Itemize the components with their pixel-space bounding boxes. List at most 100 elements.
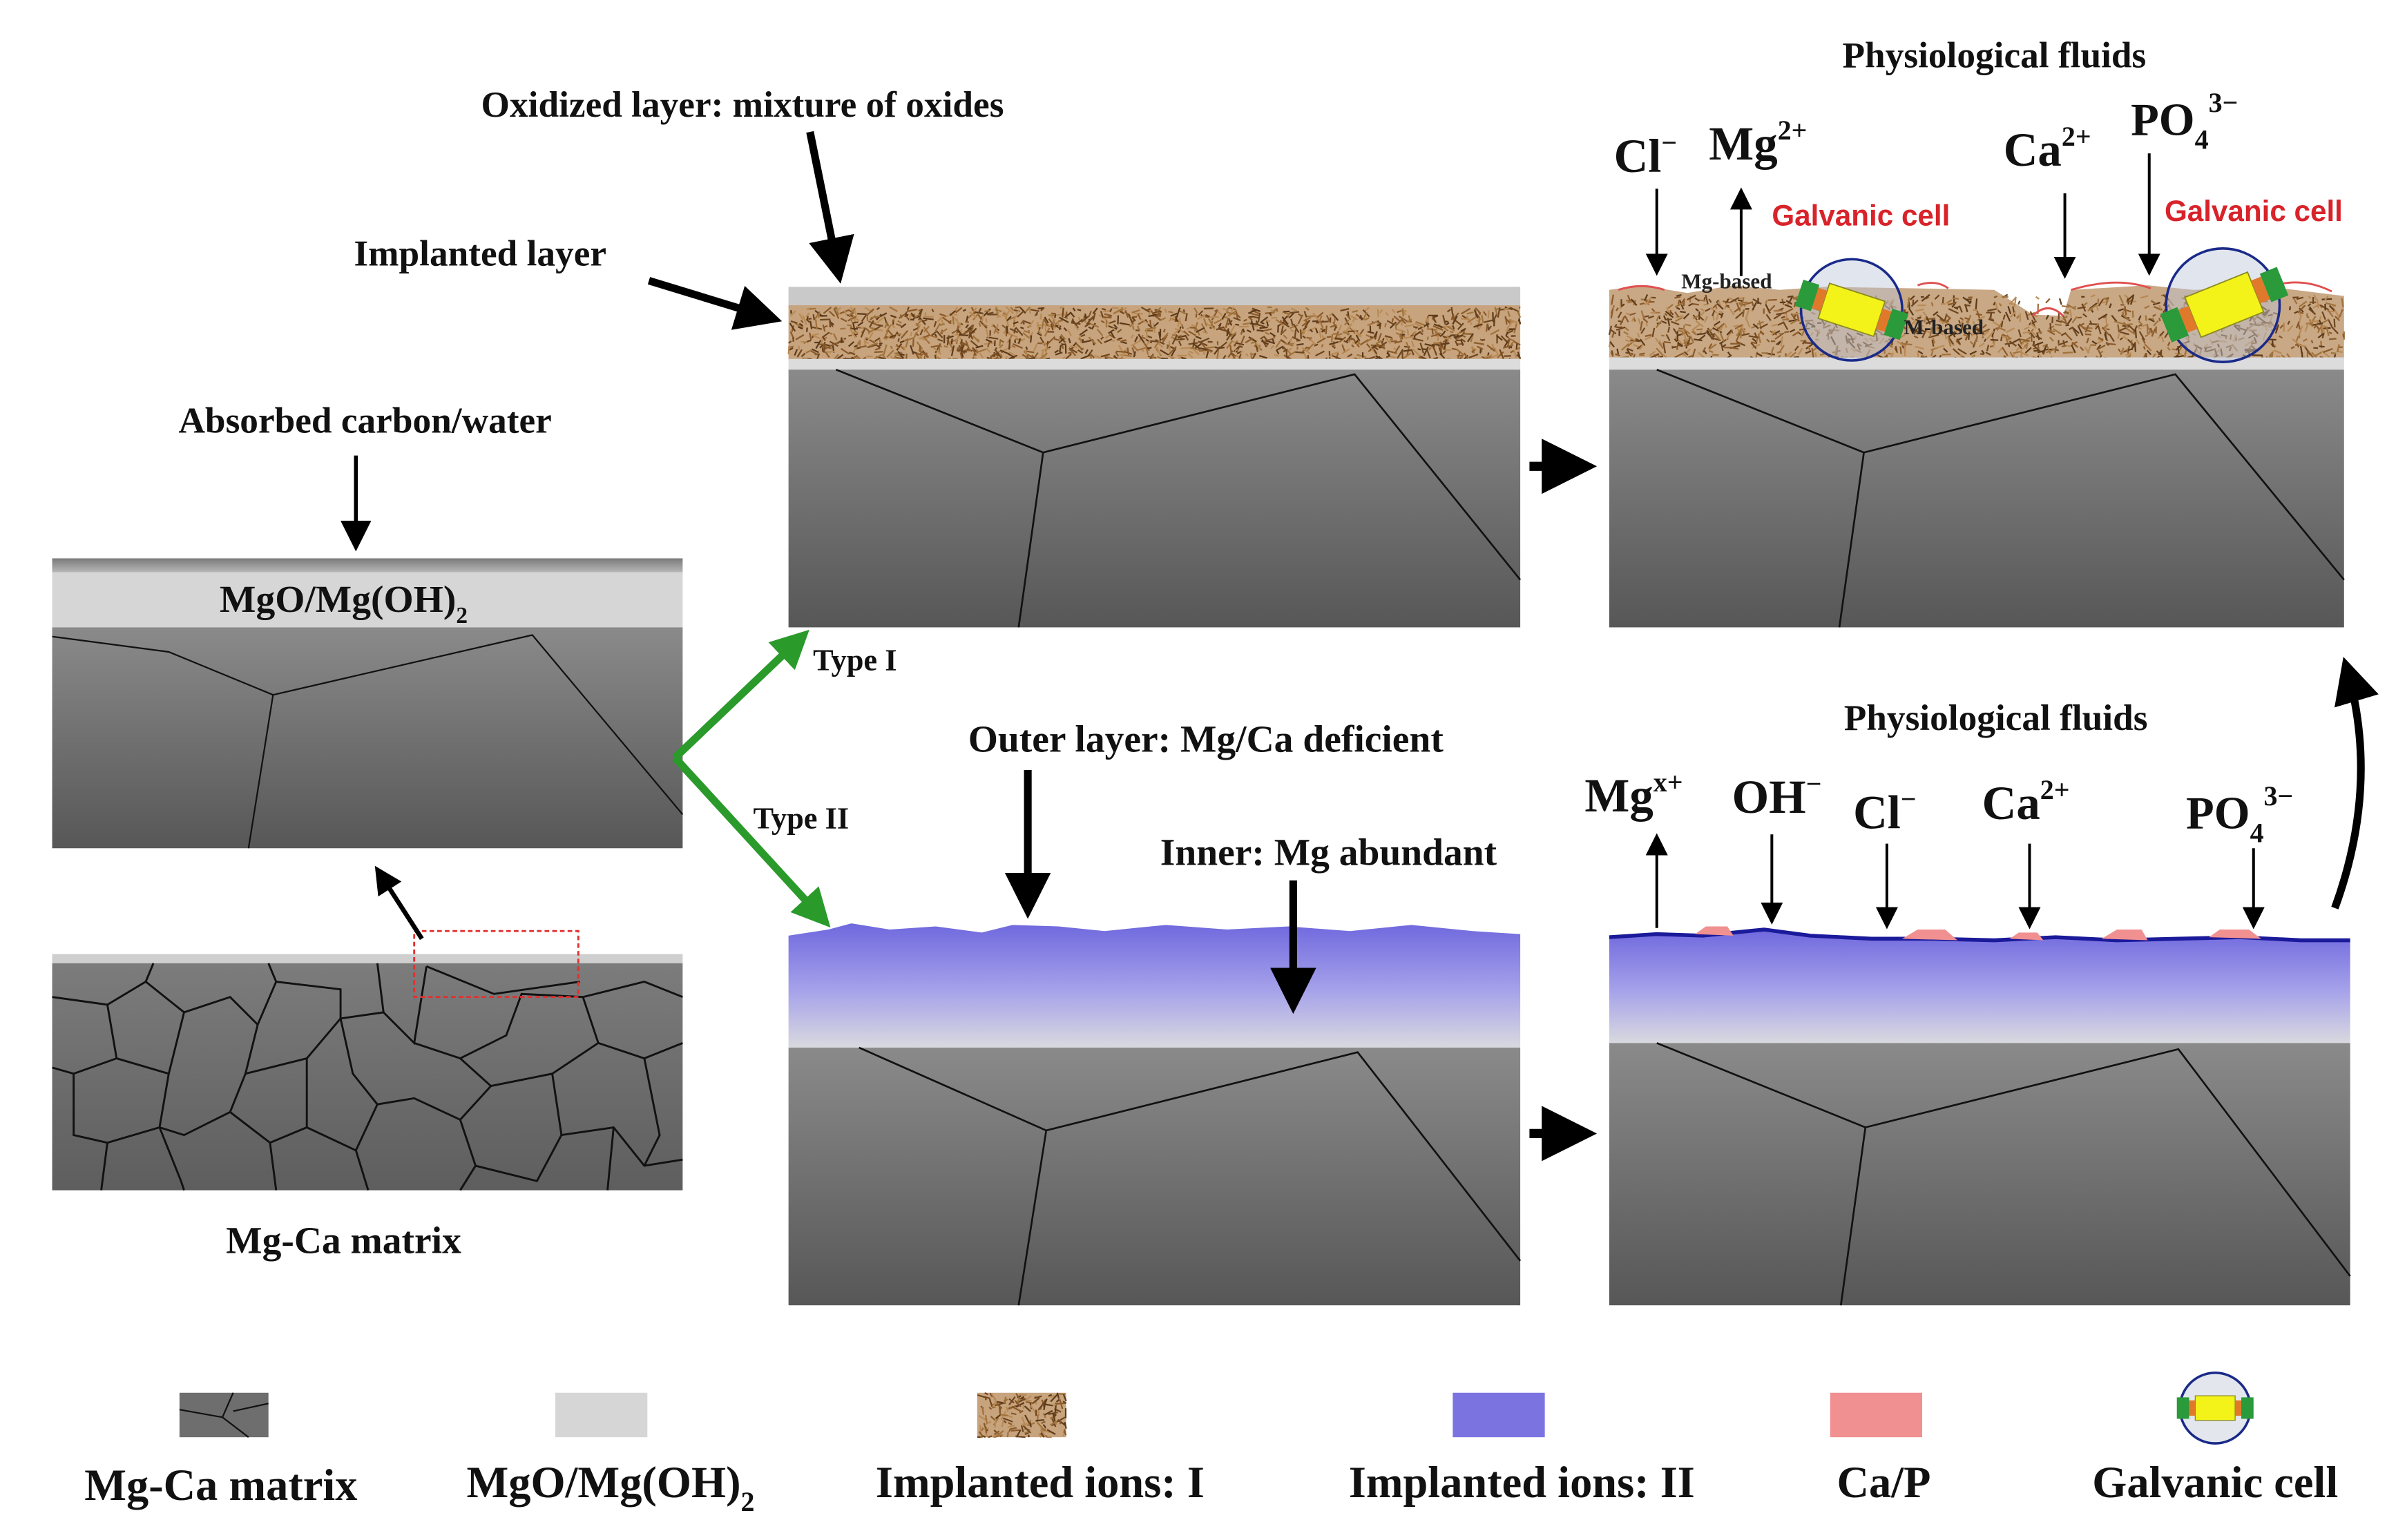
ion-fiber <box>2119 337 2123 340</box>
ion-fiber <box>1915 318 1920 322</box>
ion-fiber <box>2024 326 2030 330</box>
ion-fiber <box>1735 332 1741 342</box>
ion-fiber <box>2234 324 2241 327</box>
ion-fiber <box>1759 323 1768 329</box>
ion-fiber <box>1161 336 1168 344</box>
ion-fiber <box>919 355 923 360</box>
ion-fiber <box>2310 320 2319 323</box>
matrix-block <box>52 627 683 849</box>
ion-fiber <box>2078 325 2084 336</box>
ion-fiber <box>2022 330 2033 334</box>
ion-fiber <box>933 347 942 355</box>
ion-fiber <box>1508 358 1511 360</box>
ion-fiber <box>977 314 982 320</box>
galvanic-cell-1 <box>1794 258 1909 362</box>
ion-fiber <box>2126 300 2132 303</box>
ion-fiber <box>1946 299 1953 304</box>
ion-fiber <box>1460 327 1466 332</box>
ion-fiber <box>1433 356 1438 360</box>
ion-fiber <box>1759 330 1765 336</box>
ion-fiber <box>876 344 881 349</box>
ion-fiber <box>1488 354 1498 360</box>
ion-fiber <box>1030 335 1033 343</box>
ion-fiber <box>1331 345 1336 349</box>
ion-fiber <box>843 357 847 360</box>
ion-fiber <box>1473 342 1485 345</box>
ion-fiber <box>1752 343 1761 349</box>
ion-fiber <box>1024 349 1028 354</box>
ion-fiber <box>937 343 941 349</box>
ion-fiber <box>1283 310 1290 313</box>
ion-fiber <box>1050 1394 1055 1398</box>
ion-fiber <box>1776 351 1782 354</box>
ion-fiber <box>2220 348 2223 356</box>
ion-fiber <box>1917 325 1924 331</box>
grain-boundaries <box>835 369 1522 628</box>
ion-fiber <box>1975 313 1982 316</box>
ion-fiber <box>1239 350 1243 355</box>
ion-fiber <box>2013 298 2017 307</box>
ion-fiber <box>2028 322 2032 326</box>
ion-fiber <box>1356 334 1362 338</box>
ion-fiber <box>1703 350 1707 355</box>
ion-fiber <box>1975 328 1982 332</box>
ion-fiber <box>801 340 807 343</box>
ion-fiber <box>1022 331 1030 339</box>
ion-fiber <box>1041 1421 1046 1424</box>
ion-fiber <box>1807 321 1816 327</box>
grain-boundaries <box>859 1046 1522 1306</box>
ion-fiber <box>1915 308 1925 312</box>
ion-fiber <box>1638 318 1641 325</box>
ion-fiber <box>1367 331 1374 334</box>
ion-fiber <box>829 340 838 347</box>
ion-fiber <box>1609 341 1615 348</box>
ion-fiber <box>893 331 899 338</box>
ion-fiber <box>977 1394 986 1398</box>
ion-fiber <box>1288 312 1295 318</box>
ion-fiber <box>1683 328 1691 335</box>
ion-fiber <box>1281 329 1287 335</box>
ion-fiber <box>1008 351 1015 356</box>
ion-fiber <box>2017 300 2021 305</box>
ion-fiber <box>1097 338 1103 345</box>
ion-fiber <box>2022 345 2028 349</box>
ion-fiber <box>997 314 1001 318</box>
ion-fiber <box>2066 345 2072 347</box>
ion-fiber <box>1647 315 1654 319</box>
ion-fiber <box>1403 352 1412 359</box>
ion-fiber <box>1403 349 1412 352</box>
ion-fiber <box>2230 334 2232 340</box>
ion-fiber <box>2321 298 2332 300</box>
ion-fiber <box>1316 337 1327 344</box>
ion-fiber <box>2045 348 2055 354</box>
ion-fiber <box>1736 327 1741 332</box>
ion-fiber <box>2298 325 2303 336</box>
ion-fiber <box>905 314 909 316</box>
ion-fiber <box>955 335 959 343</box>
ion-fiber <box>869 339 876 344</box>
ion-fiber <box>2126 293 2135 302</box>
ion-fiber <box>1445 322 1450 326</box>
ion-fiber <box>999 339 1005 343</box>
ion-fiber <box>1419 331 1423 336</box>
ion-fiber <box>1517 319 1522 324</box>
ion-fiber <box>1442 338 1447 344</box>
ion-fiber <box>962 329 972 336</box>
ion-fiber <box>1307 327 1316 331</box>
ion-fiber <box>1056 1416 1066 1423</box>
ion-fiber <box>1384 335 1392 339</box>
ion-fiber <box>939 323 946 326</box>
ion-fiber <box>1248 336 1257 343</box>
ion-ca-bottom: Ca2+ <box>1982 774 2070 829</box>
ion-fiber <box>2251 316 2258 327</box>
ion-fiber <box>2299 344 2307 347</box>
ion-fiber <box>1676 293 1682 297</box>
ion-fiber <box>1932 337 1936 344</box>
ion-fiber <box>1247 316 1254 321</box>
ion-fiber <box>923 336 930 341</box>
ion-fiber <box>1010 1429 1020 1432</box>
ion-fiber <box>907 308 918 312</box>
ion-fiber <box>1936 326 1944 333</box>
ion-fiber <box>1934 294 1940 300</box>
